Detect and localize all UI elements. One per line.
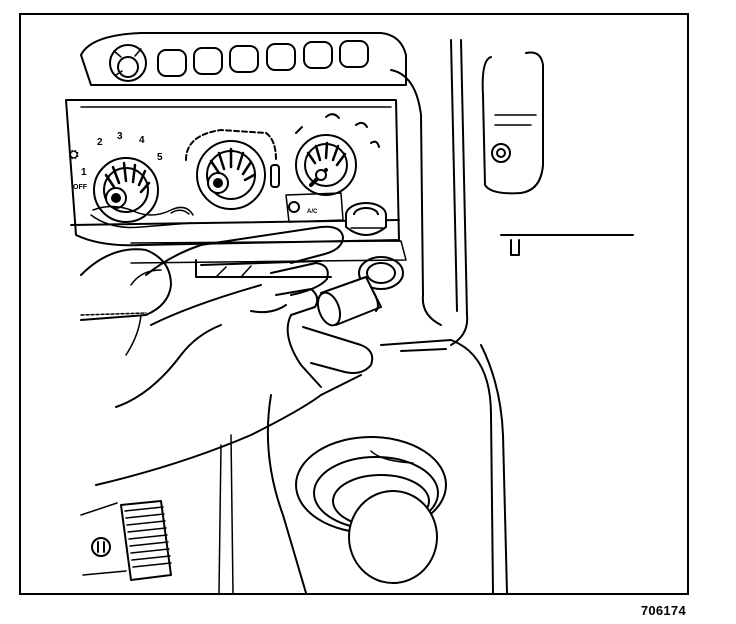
- temperature-knob: [185, 129, 280, 210]
- sleeve-cuff: [80, 248, 172, 356]
- fan-speed-4: 4: [139, 135, 145, 146]
- figure-reference-number: 706174: [640, 603, 686, 618]
- storage-pocket: [195, 259, 332, 278]
- hvac-control-panel: [65, 99, 407, 264]
- radio-preset-buttons: [80, 32, 407, 86]
- radio-volume-knob: [109, 44, 147, 82]
- fan-speed-2: 2: [97, 137, 103, 148]
- dashboard-illustration: ⛭ 1 2 3 4 5 OFF A/C: [65, 32, 634, 593]
- recirculation-slider: [90, 205, 194, 229]
- shifter-boot: [295, 436, 447, 584]
- ac-label: A/C: [307, 209, 318, 215]
- ac-button: [285, 192, 344, 223]
- fan-speed-1: 1: [81, 167, 87, 178]
- fan-icon-label: ⛭: [69, 147, 79, 161]
- illustration-frame: ⛭ 1 2 3 4 5 OFF A/C: [19, 13, 689, 595]
- fan-off-label: OFF: [73, 184, 88, 191]
- fan-speed-5: 5: [157, 152, 163, 163]
- console-side-panel: [390, 39, 634, 346]
- mode-icons: [295, 113, 380, 148]
- mode-knob: [295, 134, 357, 196]
- fan-speed-knob: [93, 157, 159, 223]
- lighter-flange: [345, 202, 387, 236]
- hand: [95, 225, 374, 486]
- lower-left-vent: [80, 500, 172, 581]
- lighter-element: [316, 256, 404, 327]
- floor-console: [218, 339, 508, 593]
- fan-speed-3: 3: [117, 131, 123, 142]
